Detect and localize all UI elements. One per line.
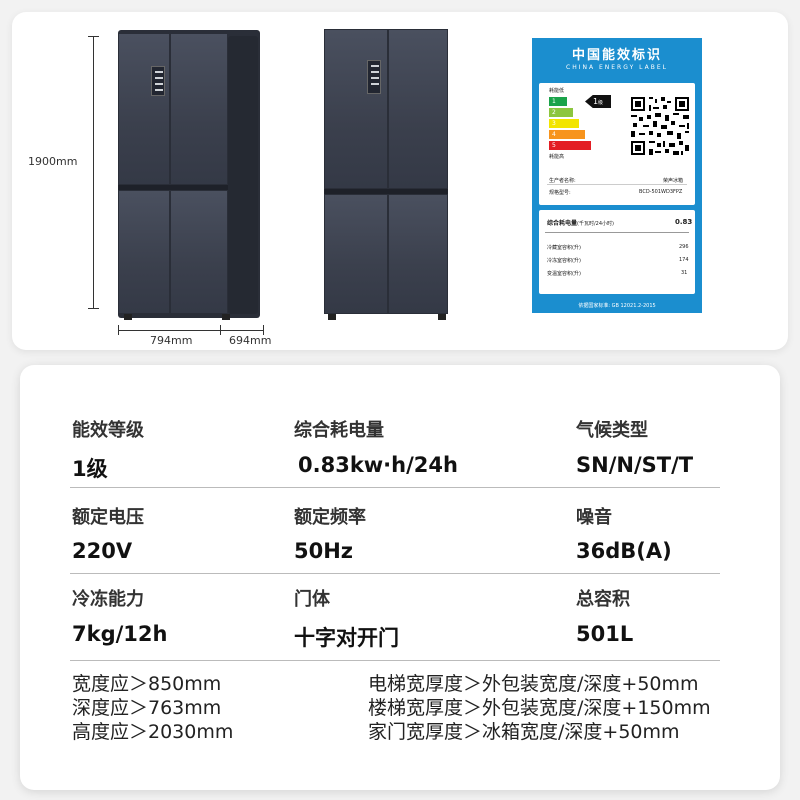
height-dimension-cap-bottom	[88, 308, 99, 309]
low-consumption-label: 耗能低	[549, 88, 565, 94]
grade-bar-3: 3	[549, 119, 579, 128]
specs-panel	[20, 365, 780, 790]
width-dimension-line	[118, 330, 263, 331]
height-dimension-line	[93, 36, 94, 308]
depth-dimension-label: 694mm	[229, 334, 272, 347]
spec-divider	[70, 487, 720, 488]
height-dimension-label: 1900mm	[28, 155, 78, 168]
high-consumption-label: 耗能高	[549, 154, 565, 160]
model-value: BCD-501WD3FPZ	[639, 189, 683, 195]
requirement-door: 家门宽厚度＞冰箱宽度/深度+50mm	[368, 721, 680, 743]
freezer-volume-value: 174	[679, 257, 689, 263]
width-dimension-tick-left	[118, 325, 119, 335]
width-dimension-label: 794mm	[150, 334, 193, 347]
spec-label-climate-type: 气候类型	[576, 420, 648, 441]
control-display	[151, 66, 165, 96]
variable-volume-label: 变温室容积(升)	[547, 271, 581, 277]
spec-label-freezing-capacity: 冷冻能力	[72, 589, 144, 610]
spec-value-consumption: 0.83kw·h/24h	[298, 453, 458, 477]
spec-value-climate-type: SN/N/ST/T	[576, 453, 694, 477]
requirement-width: 宽度应＞850mm	[72, 673, 222, 695]
fridge-volume-label: 冷藏室容积(升)	[547, 245, 581, 251]
spec-label-frequency: 额定频率	[294, 507, 366, 528]
spec-label-energy-grade: 能效等级	[72, 420, 144, 441]
requirement-stairs: 楼梯宽厚度＞外包装宽度/深度+150mm	[368, 697, 711, 719]
energy-label: 中国能效标识 CHINA ENERGY LABEL 耗能低 1 2 3 4 5 …	[532, 38, 702, 313]
manufacturer-value: 荣声冰箱	[663, 178, 684, 184]
consumption-label: 综合耗电量(千瓦时/24小时)	[547, 220, 614, 227]
spec-label-voltage: 额定电压	[72, 507, 144, 528]
grade-indicator: 1级	[585, 95, 611, 108]
spec-value-frequency: 50Hz	[294, 539, 354, 563]
spec-label-total-volume: 总容积	[576, 589, 630, 610]
spec-divider	[70, 573, 720, 574]
energy-label-subtitle: CHINA ENERGY LABEL	[566, 64, 668, 71]
fridge-volume-value: 296	[679, 244, 689, 250]
spec-divider	[70, 660, 720, 661]
model-label: 规格型号:	[549, 190, 571, 196]
spec-label-door-type: 门体	[294, 589, 330, 610]
control-display	[367, 60, 381, 94]
spec-value-noise: 36dB(A)	[576, 539, 672, 563]
spec-value-voltage: 220V	[72, 539, 133, 563]
height-dimension-cap-top	[88, 36, 99, 37]
qr-code-icon	[629, 95, 691, 157]
energy-label-title: 中国能效标识	[571, 48, 662, 63]
grade-bar-2: 2	[549, 108, 573, 117]
consumption-value: 0.83	[675, 218, 693, 226]
requirement-height: 高度应＞2030mm	[72, 721, 234, 743]
manufacturer-label: 生产者名称:	[549, 178, 576, 184]
requirement-elevator: 电梯宽厚度＞外包装宽度/深度+50mm	[368, 673, 699, 695]
energy-data-box: 综合耗电量(千瓦时/24小时) 0.83 冷藏室容积(升) 296 冷冻室容积(…	[539, 210, 695, 294]
grade-bar-1: 1	[549, 97, 567, 106]
width-dimension-tick-mid	[220, 325, 221, 335]
spec-value-total-volume: 501L	[576, 622, 634, 646]
variable-volume-value: 31	[681, 270, 688, 276]
spec-label-consumption: 综合耗电量	[294, 420, 384, 441]
grade-bar-5: 5	[549, 141, 591, 150]
spec-value-energy-grade: 1级	[72, 457, 108, 481]
depth-dimension-tick-right	[263, 325, 264, 335]
spec-value-door-type: 十字对开门	[294, 626, 399, 650]
spec-label-noise: 噪音	[576, 507, 612, 528]
spec-value-freezing-capacity: 7kg/12h	[72, 622, 168, 646]
energy-grade-box: 耗能低 1 2 3 4 5 1级 耗能高	[539, 83, 695, 205]
freezer-volume-label: 冷冻室容积(升)	[547, 258, 581, 264]
grade-bar-4: 4	[549, 130, 585, 139]
energy-label-footer: 依据国家标准: GB 12021.2-2015	[578, 303, 656, 309]
requirement-depth: 深度应＞763mm	[72, 697, 222, 719]
